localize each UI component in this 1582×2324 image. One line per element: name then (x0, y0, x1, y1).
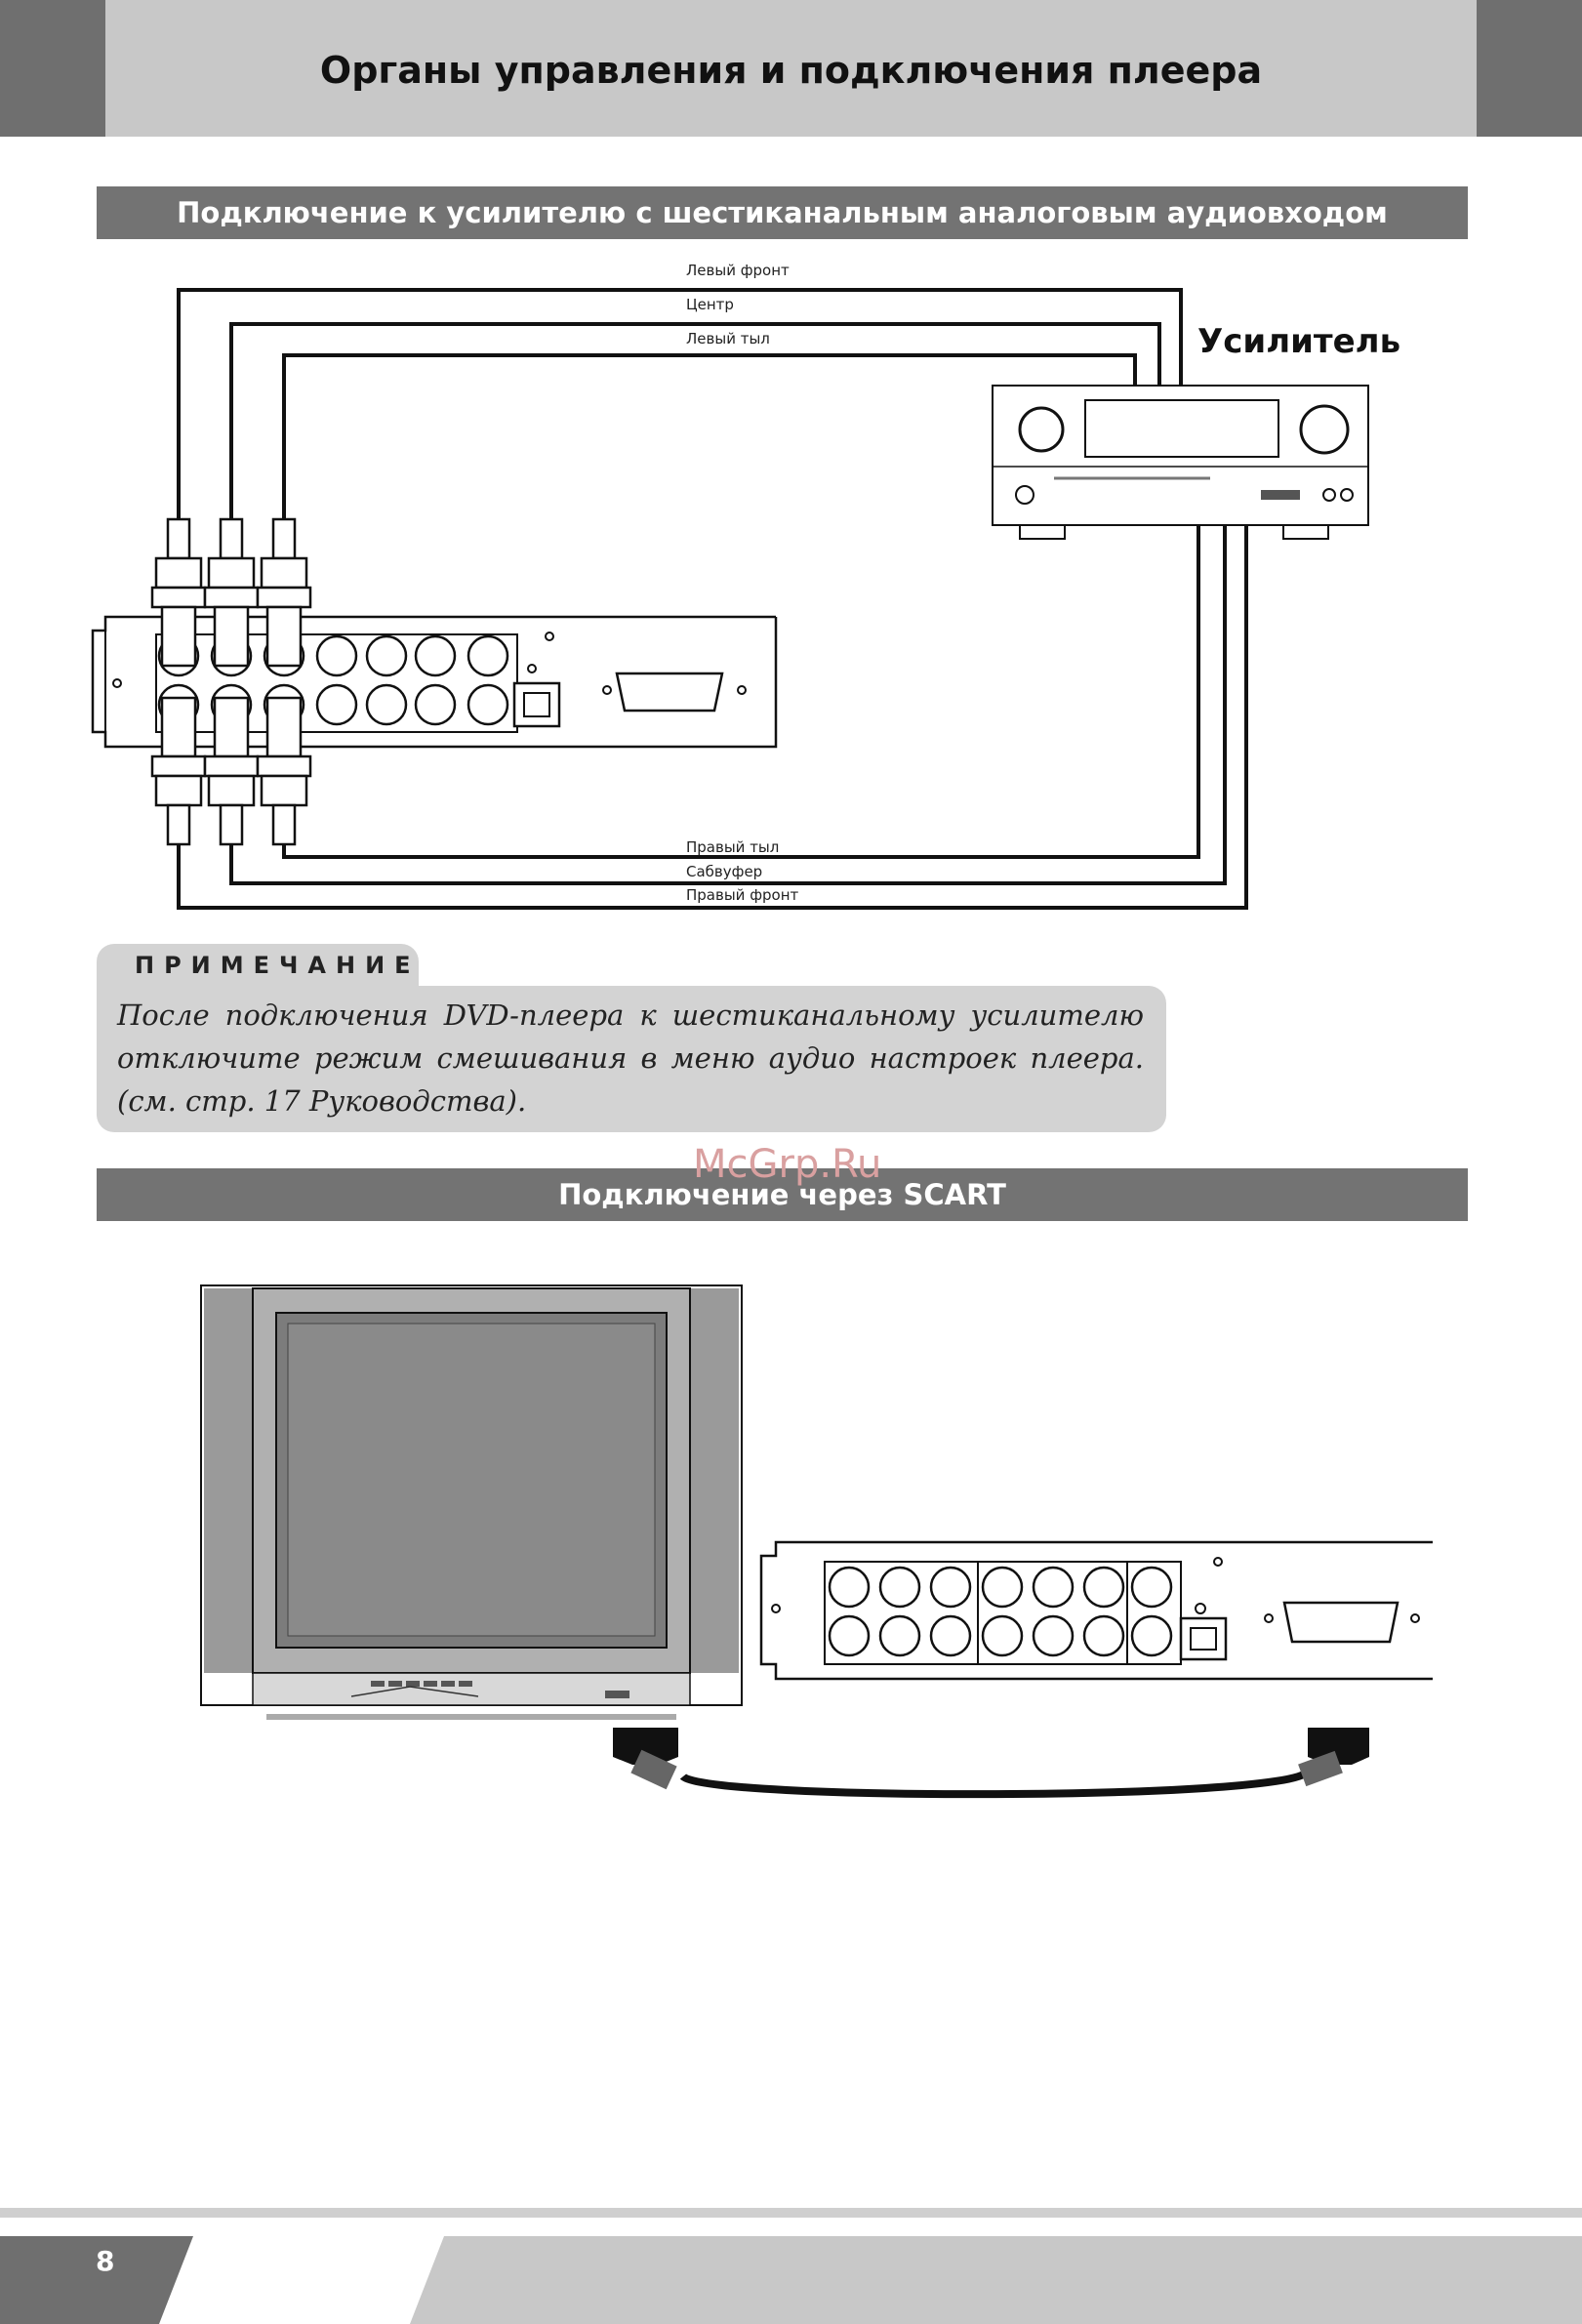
header-right-block (1477, 0, 1582, 137)
wire-left-front (177, 288, 1183, 527)
watermark: McGrp.Ru (693, 1142, 882, 1187)
amplifier-label: Усилитель (1197, 322, 1401, 361)
wire-left-rear (282, 353, 1137, 527)
footer-line (0, 2208, 1582, 2218)
wire-label-subwoofer: Сабвуфер (686, 863, 763, 880)
dvd-player-rear-panel (91, 615, 778, 749)
page-title: Органы управления и подключения плеера (319, 49, 1263, 92)
note-label: ПРИМЕЧАНИЕ (135, 952, 421, 979)
page-number: 8 (96, 2245, 115, 2277)
wire-subwoofer (229, 525, 1227, 885)
wire-label-center: Центр (686, 296, 734, 313)
header-bar (0, 0, 1582, 137)
note-box (97, 986, 1166, 1132)
section-title-amplifier: Подключение к усилителю с шестиканальным… (97, 186, 1468, 239)
footer-right-block (410, 2236, 1582, 2324)
wire-right-front (177, 525, 1248, 910)
wire-label-right-rear: Правый тыл (686, 838, 780, 856)
amplifier-device (992, 385, 1369, 540)
footer-left-block (0, 2236, 193, 2324)
rca-plugs-bottom (150, 696, 312, 846)
dvd-player-rear-panel-scart (759, 1540, 1433, 1681)
note-text: После подключения DVD-плеера к шестикана… (117, 999, 1144, 1118)
wire-center (229, 322, 1161, 527)
tv-device (200, 1284, 743, 1720)
wire-label-left-rear: Левый тыл (686, 330, 770, 347)
wire-label-right-front: Правый фронт (686, 886, 799, 904)
section-title-scart: Подключение через SCART (97, 1168, 1468, 1221)
wire-right-rear (282, 525, 1200, 859)
header-left-block (0, 0, 105, 137)
rca-plugs-top (150, 517, 312, 668)
wire-label-left-front: Левый фронт (686, 262, 790, 279)
scart-cable (613, 1728, 1369, 1799)
